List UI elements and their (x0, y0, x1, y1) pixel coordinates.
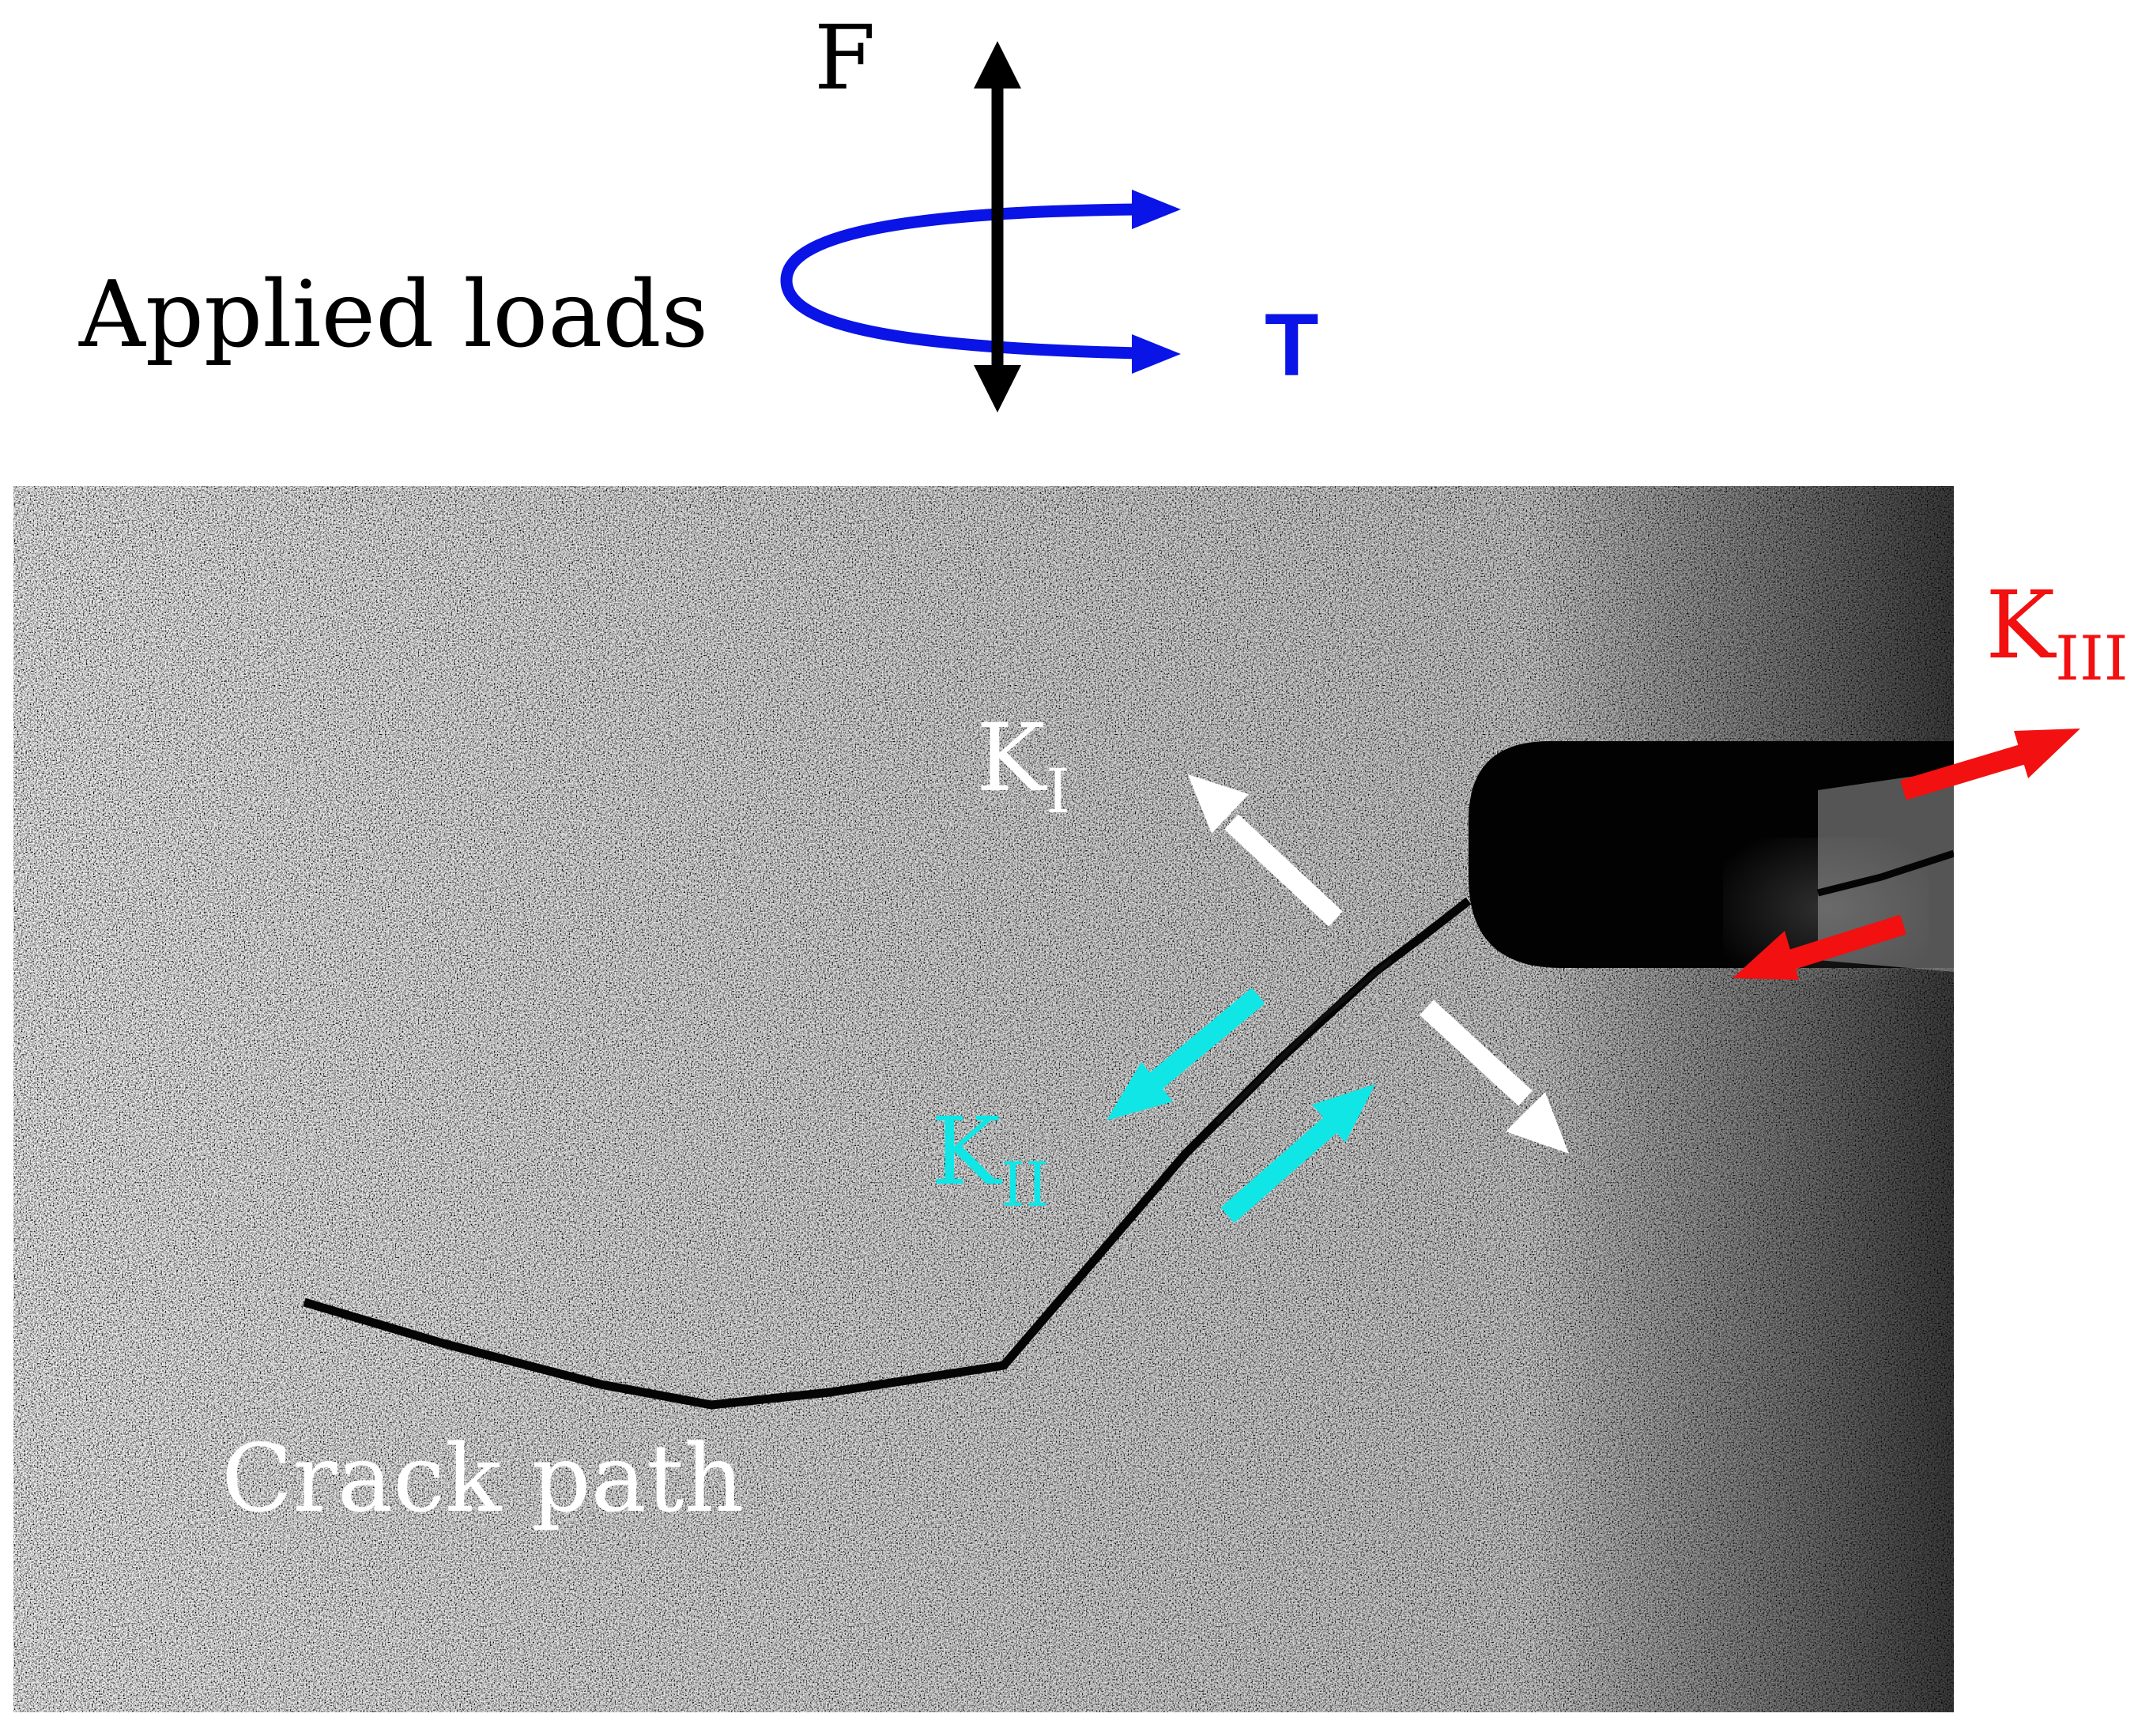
k3-arrowhead-right (2014, 729, 2080, 778)
applied-loads-label: Applied loads (78, 262, 708, 368)
crack-line-secondary (1216, 958, 1393, 1124)
force-label: F (814, 7, 876, 110)
torque-label: T (1265, 296, 1318, 394)
notch-inner-crack (1816, 849, 1954, 897)
k1-label: KI (976, 703, 1070, 827)
k2-arrowhead-down-left (1107, 1062, 1173, 1120)
mode-k1-arrows (1188, 774, 1569, 1154)
torque-arrowhead-lower (1132, 334, 1181, 374)
mode-k2-arrows (1107, 988, 1375, 1223)
force-arrowhead-up (974, 41, 1021, 88)
k3-arrowhead-left (1733, 931, 1799, 980)
k1-arrowhead-lower (1506, 1092, 1569, 1154)
force-arrowhead-down (974, 365, 1021, 412)
k2-arrowhead-up-right (1312, 1084, 1375, 1143)
torque-loop-arrow (780, 203, 1144, 360)
torque-arrowhead-upper (1132, 190, 1181, 229)
notch-outer-region (1818, 770, 1954, 972)
k3-label: KIII (1985, 571, 2128, 695)
mode-k3-arrows (1733, 729, 2080, 980)
specimen-photo (13, 486, 1954, 1712)
crack-path-label: Crack path (221, 1424, 744, 1533)
k1-arrowhead-upper (1188, 774, 1249, 834)
right-edge-shadow (13, 486, 1954, 1712)
k2-label: KII (931, 1097, 1050, 1221)
applied-loads-legend: Applied loads T F (78, 7, 1318, 412)
